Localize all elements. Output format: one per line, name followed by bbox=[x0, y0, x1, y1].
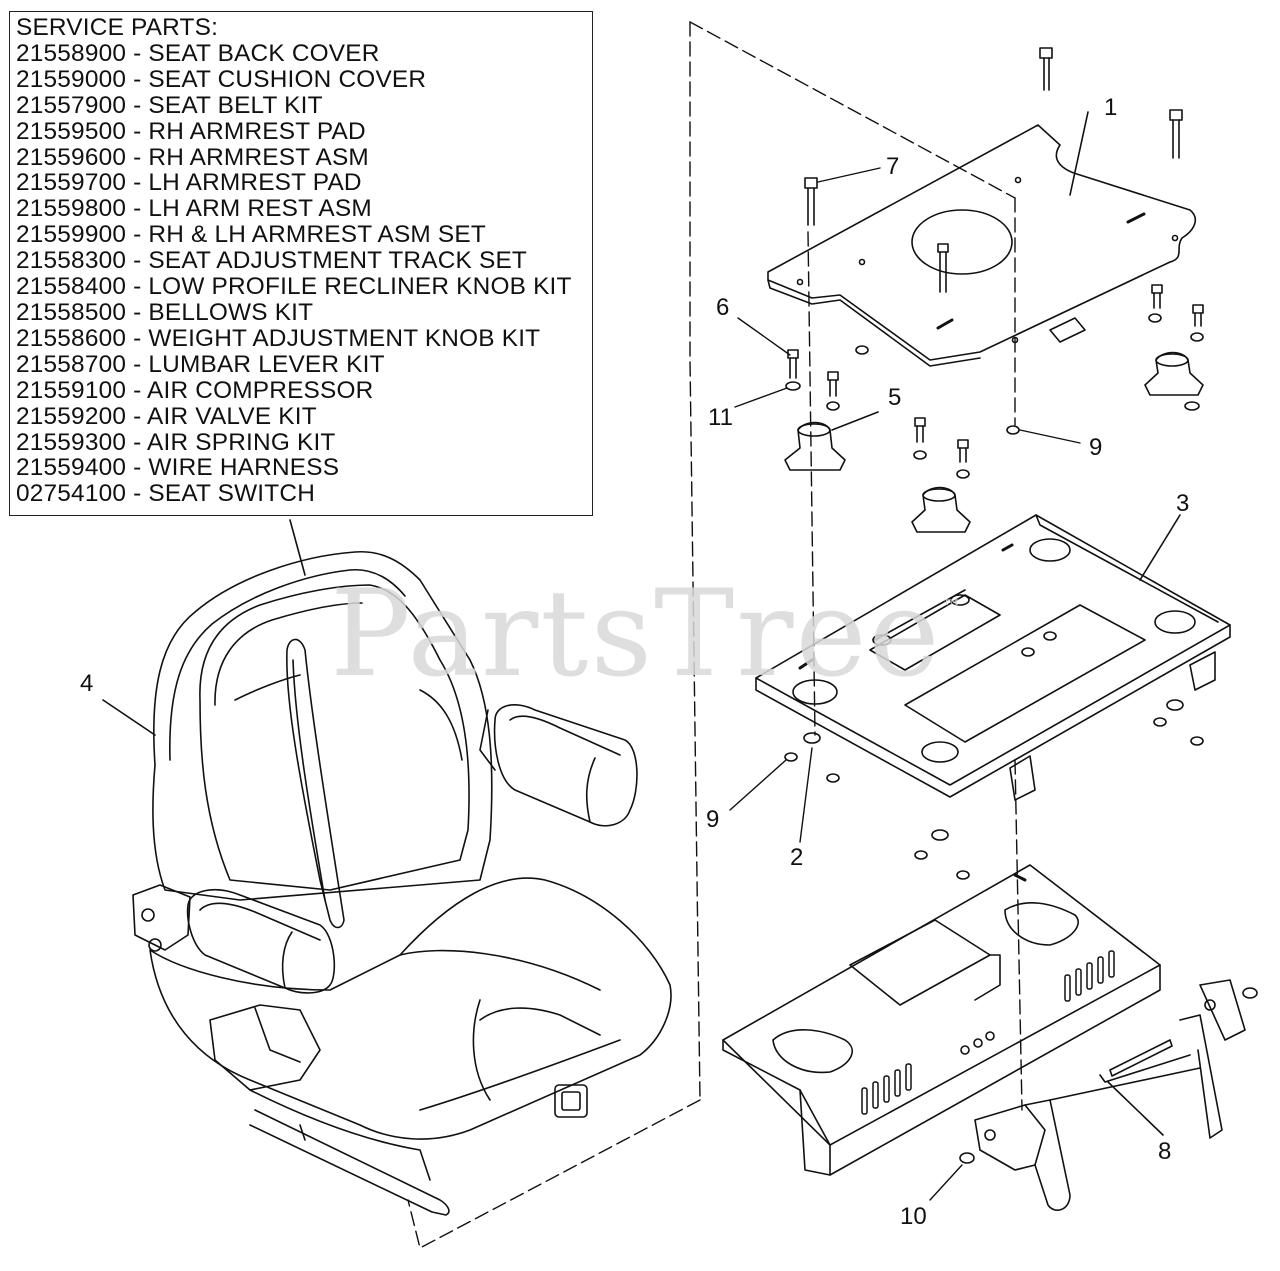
dashed-group-outline bbox=[407, 21, 1016, 1249]
seat-assembly bbox=[102, 519, 672, 1216]
seat-back-shell bbox=[152, 550, 493, 901]
service-part-item: 21559200 - AIR VALVE KIT bbox=[16, 402, 317, 430]
bolts bbox=[787, 47, 1204, 1077]
leader-lines bbox=[729, 167, 1081, 1201]
service-parts-title: SERVICE PARTS: bbox=[16, 14, 219, 41]
service-part-item: 21559600 - RH ARMREST ASM bbox=[16, 143, 369, 171]
service-part-item: 21559000 - SEAT CUSHION COVER bbox=[16, 65, 427, 93]
service-part-item: 21558600 - WEIGHT ADJUSTMENT KNOB KIT bbox=[16, 324, 541, 352]
service-part-item: 21559300 - AIR SPRING KIT bbox=[16, 428, 336, 456]
part-3-track-plate bbox=[755, 514, 1231, 801]
service-part-item: 21558900 - SEAT BACK COVER bbox=[16, 39, 380, 67]
service-part-item: 21559100 - AIR COMPRESSOR bbox=[16, 376, 374, 404]
base-frame bbox=[722, 864, 1161, 1176]
service-part-item: 21558500 - BELLOWS KIT bbox=[16, 298, 314, 326]
callout-11: 11 bbox=[708, 404, 733, 431]
parts-tree-watermark: PartsTree™ bbox=[330, 565, 964, 704]
callout-7: 7 bbox=[886, 153, 900, 180]
callout-9: 9 bbox=[706, 806, 720, 833]
service-part-item: 21559900 - RH & LH ARMREST ASM SET bbox=[16, 221, 486, 249]
callout-9: 9 bbox=[1089, 434, 1103, 461]
right-armrest bbox=[493, 704, 638, 827]
callout-6: 6 bbox=[716, 294, 730, 321]
part-5-isolators bbox=[784, 351, 1204, 533]
lumbar-strip bbox=[286, 638, 345, 929]
callout-10: 10 bbox=[900, 1203, 927, 1230]
service-part-item: 21559500 - RH ARMREST PAD bbox=[16, 117, 366, 145]
part-8-brackets bbox=[974, 979, 1246, 1211]
alignment-lines bbox=[807, 197, 1023, 1111]
callout-2: 2 bbox=[790, 844, 804, 871]
service-part-item: 21559400 - WIRE HARNESS bbox=[16, 454, 340, 482]
callout-4: 4 bbox=[80, 670, 94, 697]
seat-cushion bbox=[149, 877, 672, 1140]
nuts-and-washers bbox=[784, 313, 1258, 1164]
service-part-item: 21558700 - LUMBAR LEVER KIT bbox=[16, 350, 385, 378]
part-1-top-plate bbox=[767, 111, 1197, 367]
service-part-item: 21558400 - LOW PROFILE RECLINER KNOB KIT bbox=[16, 273, 572, 301]
service-part-item: 21559700 - LH ARMREST PAD bbox=[16, 169, 362, 197]
service-part-item: 21559800 - LH ARM REST ASM bbox=[16, 195, 372, 223]
callout-1: 1 bbox=[1104, 94, 1118, 121]
service-part-item: 21557900 - SEAT BELT KIT bbox=[16, 91, 323, 119]
callout-3: 3 bbox=[1176, 490, 1190, 517]
callout-8: 8 bbox=[1158, 1138, 1172, 1165]
left-armrest bbox=[186, 889, 336, 994]
seat-back-pad bbox=[199, 584, 470, 891]
callout-5: 5 bbox=[888, 384, 902, 411]
service-parts-box: SERVICE PARTS: 21558900 - SEAT BACK COVE… bbox=[9, 11, 593, 516]
service-part-item: 02754100 - SEAT SWITCH bbox=[16, 480, 316, 508]
service-part-item: 21558300 - SEAT ADJUSTMENT TRACK SET bbox=[16, 247, 528, 275]
